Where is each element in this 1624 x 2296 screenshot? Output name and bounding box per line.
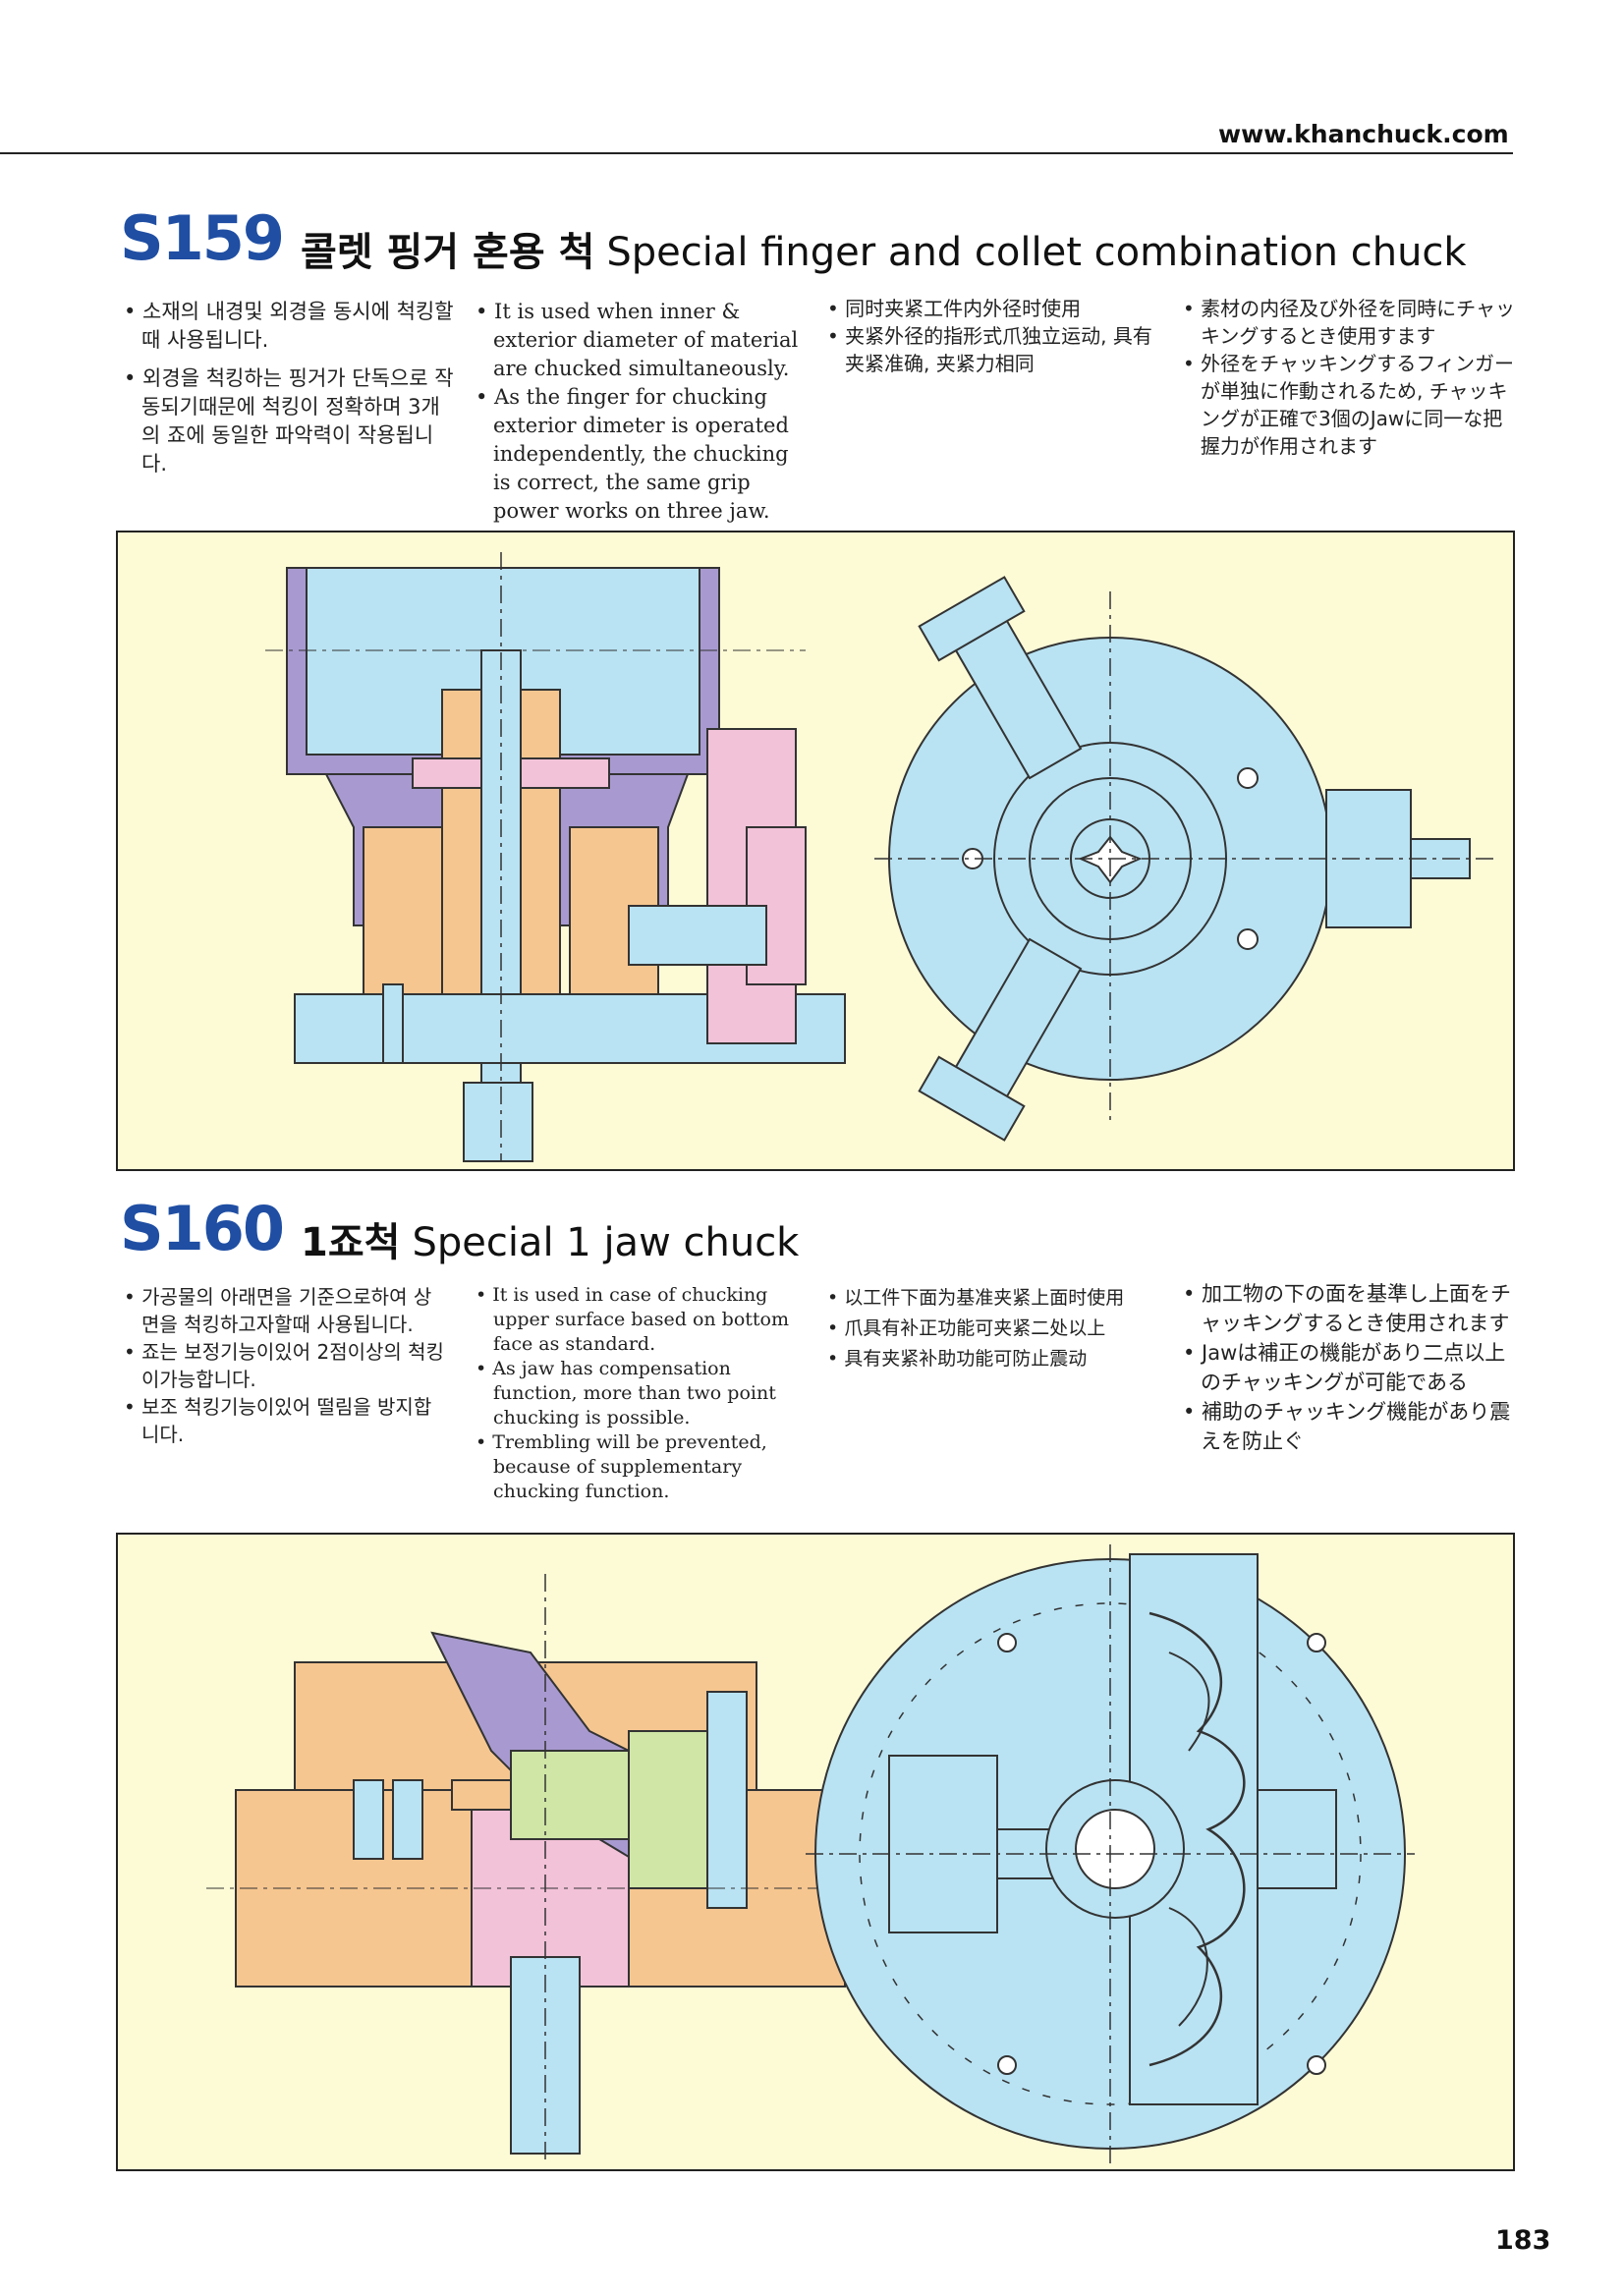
chuck-drawing-s160 xyxy=(206,1544,1415,2163)
list-item: • 외경을 척킹하는 핑거가 단독으로 작동되기때문에 척킹이 정확하며 3개의… xyxy=(124,366,454,476)
list-item: • 夹紧外径的指形式爪独立运动, 具有夹紧准确, 夹紧力相同 xyxy=(827,324,1152,375)
list-item: • 加工物の下の面を基準し上面をチャッキングするとき使用されます xyxy=(1183,1282,1512,1335)
drawing-panel-s159 xyxy=(116,531,1515,1171)
desc-ja-s159: • 素材の内径及び外径を同時にチャッキングするとき使用すます • 外径をチャッキ… xyxy=(1183,295,1517,460)
list-item: • 소재의 내경및 외경을 동시에 척킹할때 사용됩니다. xyxy=(124,300,454,352)
list-item: • As jaw has compensation function, more… xyxy=(476,1358,776,1428)
title-en: Special 1 jaw chuck xyxy=(412,1220,800,1265)
list-item: • 素材の内径及び外径を同時にチャッキングするとき使用すます xyxy=(1183,297,1515,348)
list-item: • As the finger for chucking exterior di… xyxy=(476,385,789,523)
desc-en-s159: • It is used when inner & exterior diame… xyxy=(476,298,810,526)
website-url[interactable]: www.khanchuck.com xyxy=(1218,120,1509,148)
list-item: • 보조 척킹기능이있어 떨림을 방지합니다. xyxy=(124,1395,432,1446)
chuck-drawing-s159 xyxy=(265,552,1493,1162)
face-view-s160 xyxy=(806,1544,1415,2163)
section-code-s160: S160 xyxy=(120,1193,285,1264)
list-item: • Trembling will be prevented, because o… xyxy=(476,1431,767,1502)
list-item: • Jawは補正の機能があり二点以上のチャッキングが可能である xyxy=(1183,1341,1506,1394)
list-item: • 가공물의 아래면을 기준으로하여 상면을 척킹하고자할때 사용됩니다. xyxy=(124,1285,432,1336)
list-item: • 外径をチャッキングするフィンガーが単独に作動されるため, チャッキングが正確… xyxy=(1183,352,1514,458)
title-en: Special finger and collet combination ch… xyxy=(606,230,1467,275)
list-item: • 同时夹紧工件内外径时使用 xyxy=(827,297,1082,320)
section-view-s159 xyxy=(265,552,846,1162)
list-item: • 以工件下面为基准夹紧上面时使用 xyxy=(827,1287,1125,1309)
desc-ko-s160: • 가공물의 아래면을 기준으로하여 상면을 척킹하고자할때 사용됩니다. • … xyxy=(124,1283,448,1448)
section-view-s160 xyxy=(206,1574,865,2163)
desc-en-s160: • It is used in case of chucking upper s… xyxy=(476,1283,800,1504)
drawing-panel-s160 xyxy=(116,1533,1515,2171)
list-item: • It is used when inner & exterior diame… xyxy=(476,300,799,380)
section-code-s159: S159 xyxy=(120,202,285,274)
title-ko: 1죠척 xyxy=(301,1220,401,1265)
page-number: 183 xyxy=(1495,2225,1551,2256)
desc-zh-s159: • 同时夹紧工件内外径时使用 • 夹紧外径的指形式爪独立运动, 具有夹紧准确, … xyxy=(827,295,1161,377)
header-rule xyxy=(0,152,1513,154)
desc-ja-s160: • 加工物の下の面を基準し上面をチャッキングするとき使用されます • Jawは補… xyxy=(1183,1279,1517,1456)
list-item: • 補助のチャッキング機能があり震えを防止ぐ xyxy=(1183,1400,1511,1453)
desc-zh-s160: • 以工件下面为基准夹紧上面时使用 • 爪具有补正功能可夹紧二处以上 • 具有夹… xyxy=(827,1283,1161,1374)
list-item: • 爪具有补正功能可夹紧二处以上 xyxy=(827,1317,1106,1339)
list-item: • It is used in case of chucking upper s… xyxy=(476,1284,790,1355)
list-item: • 具有夹紧补助功能可防止震动 xyxy=(827,1348,1088,1370)
list-item: • 죠는 보정기능이있어 2점이상의 척킹이가능합니다. xyxy=(124,1340,444,1391)
desc-ko-s159: • 소재의 내경및 외경을 동시에 척킹할때 사용됩니다. • 외경을 척킹하는… xyxy=(124,298,458,488)
title-ko: 콜렛 핑거 혼용 척 xyxy=(301,230,595,275)
face-view-s159 xyxy=(874,576,1493,1142)
